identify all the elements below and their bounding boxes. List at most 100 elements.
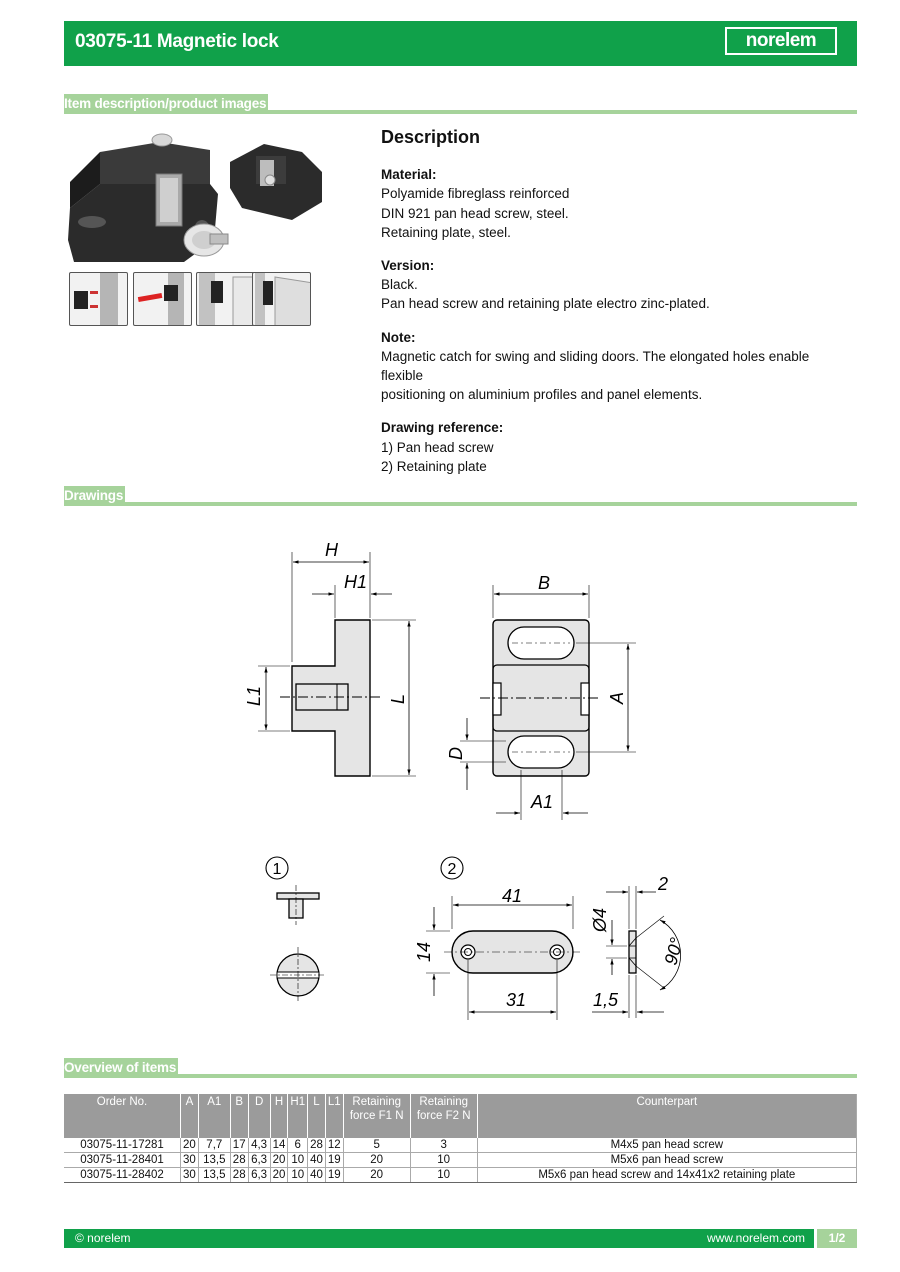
description-heading: Description: [381, 127, 481, 147]
column-header: L1: [324, 1094, 344, 1138]
section-title: Drawings: [64, 486, 126, 506]
table-cell: 20: [342, 1152, 411, 1168]
table-cell: 10: [287, 1167, 308, 1183]
column-header: B: [229, 1094, 249, 1138]
description-panel: Description Material: Polyamide fibregla…: [381, 127, 851, 490]
thumbnail-2[interactable]: [133, 272, 192, 326]
table-cell: 19: [324, 1152, 344, 1168]
drawing-reference-line: 1) Pan head screw: [381, 439, 494, 455]
dim-label-L1: L1: [244, 686, 264, 706]
drawing-reference-block: Drawing reference: 1) Pan head screw 2) …: [381, 418, 851, 476]
table-cell: 30: [180, 1152, 199, 1168]
section-item-description: Item description/product images: [64, 92, 857, 114]
table-cell: 10: [409, 1167, 478, 1183]
dim-label-90deg: 90°: [661, 936, 687, 967]
table-cell: 7,7: [197, 1138, 231, 1153]
table-cell: 6: [287, 1138, 308, 1153]
reference-marker-1: 1: [273, 861, 282, 878]
version-label: Version:: [381, 258, 435, 274]
dim-label-L: L: [388, 694, 408, 704]
dim-label-1-5: 1,5: [593, 990, 619, 1010]
table-cell: 10: [287, 1152, 308, 1168]
table-cell: 19: [324, 1167, 344, 1183]
table-cell: 5: [342, 1138, 411, 1153]
website-link[interactable]: www.norelem.com: [706, 1231, 805, 1245]
column-header: A1: [197, 1094, 231, 1138]
table-cell: 20: [269, 1152, 288, 1168]
page-number: 1/2: [817, 1229, 857, 1248]
table-cell: 40: [307, 1152, 326, 1168]
dim-label-A1: A1: [530, 792, 553, 812]
dim-label-41: 41: [502, 886, 522, 906]
dim-label-14: 14: [414, 942, 434, 962]
order-number-cell: 03075-11-28402: [64, 1167, 181, 1183]
drawing-reference-label: Drawing reference:: [381, 420, 504, 436]
table-cell: 17: [229, 1138, 249, 1153]
copyright-text: © norelem: [75, 1231, 131, 1245]
column-header: L: [307, 1094, 326, 1138]
version-line: Pan head screw and retaining plate elect…: [381, 296, 710, 312]
table-cell: 30: [180, 1167, 199, 1183]
order-number-cell: 03075-11-17281: [64, 1138, 181, 1153]
column-header: A: [180, 1094, 199, 1138]
table-row: 03075-11-28402 30 13,5 28 6,3 20 10 40 1…: [64, 1167, 857, 1183]
table-cell: 13,5: [197, 1167, 231, 1183]
note-line: positioning on aluminium profiles and pa…: [381, 387, 703, 403]
column-header: Counterpart: [476, 1094, 857, 1138]
column-header: Retaining force F2 N: [409, 1094, 478, 1138]
material-line: Polyamide fibreglass reinforced: [381, 186, 570, 202]
table-cell: 20: [342, 1167, 411, 1183]
column-header: Retaining force F1 N: [342, 1094, 411, 1138]
table-cell: 28: [229, 1152, 249, 1168]
dim-label-B: B: [538, 573, 550, 593]
dim-label-dia4: Ø4: [590, 908, 610, 933]
column-header: D: [247, 1094, 271, 1138]
items-table: Order No. A A1 B D H H1 L L1 Retaining f…: [64, 1094, 857, 1183]
table-row: 03075-11-28401 30 13,5 28 6,3 20 10 40 1…: [64, 1152, 857, 1168]
version-block: Version: Black. Pan head screw and retai…: [381, 256, 851, 314]
section-overview: Overview of items: [64, 1056, 857, 1078]
table-cell: 40: [307, 1167, 326, 1183]
table-cell: 28: [307, 1138, 326, 1153]
drawing-reference-line: 2) Retaining plate: [381, 458, 487, 474]
table-cell: 10: [409, 1152, 478, 1168]
order-number-cell: 03075-11-28401: [64, 1152, 181, 1168]
note-label: Note:: [381, 329, 416, 345]
thumbnail-1[interactable]: [69, 272, 128, 326]
material-block: Material: Polyamide fibreglass reinforce…: [381, 165, 851, 242]
table-cell: 20: [180, 1138, 199, 1153]
column-header: H1: [287, 1094, 308, 1138]
table-cell: 28: [229, 1167, 249, 1183]
material-label: Material:: [381, 167, 437, 183]
page-header: 03075-11 Magnetic lock norelem: [64, 21, 857, 66]
note-line: Magnetic catch for swing and sliding doo…: [381, 348, 810, 384]
page-title: 03075-11 Magnetic lock: [75, 31, 279, 52]
table-cell: 4,3: [247, 1138, 271, 1153]
dim-label-H1: H1: [344, 572, 367, 592]
counterpart-cell: M5x6 pan head screw and 14x41x2 retainin…: [476, 1167, 857, 1183]
dim-label-A: A: [607, 692, 627, 705]
table-header-row: Order No. A A1 B D H H1 L L1 Retaining f…: [64, 1094, 857, 1138]
column-header: Order No.: [64, 1094, 181, 1138]
dim-label-H: H: [325, 540, 339, 560]
table-cell: 14: [269, 1138, 288, 1153]
section-title: Overview of items: [64, 1058, 179, 1078]
page-footer: © norelem www.norelem.com 1/2: [64, 1229, 857, 1248]
counterpart-cell: M5x6 pan head screw: [476, 1152, 857, 1168]
thumbnail-3[interactable]: [196, 272, 255, 326]
section-drawings: Drawings: [64, 484, 857, 506]
table-cell: 6,3: [247, 1167, 271, 1183]
column-header: H: [269, 1094, 288, 1138]
section-title: Item description/product images: [64, 94, 269, 114]
table-cell: 13,5: [197, 1152, 231, 1168]
table-cell: 6,3: [247, 1152, 271, 1168]
product-image-main: [68, 133, 322, 262]
version-line: Black.: [381, 277, 418, 293]
reference-marker-2: 2: [448, 861, 457, 878]
dim-label-31: 31: [506, 990, 526, 1010]
table-cell: 3: [409, 1138, 478, 1153]
table-cell: 20: [269, 1167, 288, 1183]
dim-label-2: 2: [657, 874, 668, 894]
thumbnail-4[interactable]: [252, 272, 311, 326]
counterpart-cell: M4x5 pan head screw: [476, 1138, 857, 1153]
